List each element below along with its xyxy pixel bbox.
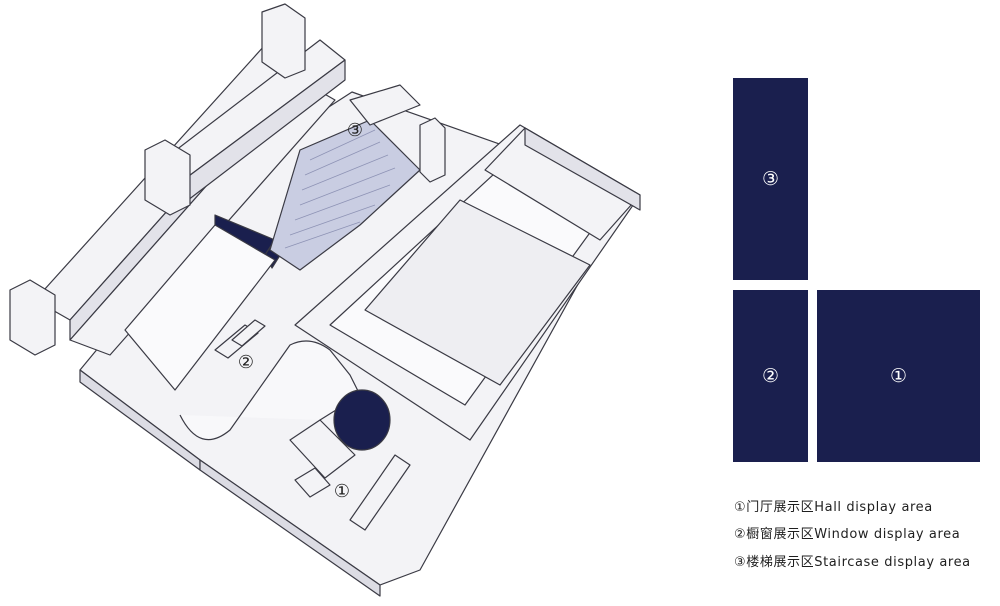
slab-edge-front [199,459,381,597]
right-room-box [364,199,591,386]
zone-label-staircase: ③ [761,168,780,190]
bench-2 [231,319,266,347]
column-top [261,3,306,79]
model-label-hall: ① [334,481,350,502]
column-mid [144,139,191,216]
zone-label-window: ② [761,365,780,387]
hall-curved-wall [179,340,361,441]
zone-block-staircase: ③ [733,78,808,280]
reception-desk [333,389,391,451]
zone-block-hall: ① [817,290,980,462]
isometric-floor-model: ③ ② ① [9,3,641,597]
legend-hall: ①门厅展示区Hall display area [734,500,933,515]
window-room-floor [124,224,276,391]
legend-staircase: ③楼梯展示区Staircase display area [734,555,971,570]
hall-table [294,467,331,498]
hall-seating [289,419,356,479]
stair-column [419,117,446,183]
zone-block-window: ② [733,290,808,462]
legend-window: ②橱窗展示区Window display area [734,527,961,542]
hall-counter [349,454,411,531]
zone-label-hall: ① [889,365,908,387]
column-left [9,279,56,356]
right-room-wall-upper-side [524,127,641,211]
model-label-stair: ③ [347,120,363,141]
stair-landing [349,84,421,126]
model-label-window: ② [238,352,254,373]
